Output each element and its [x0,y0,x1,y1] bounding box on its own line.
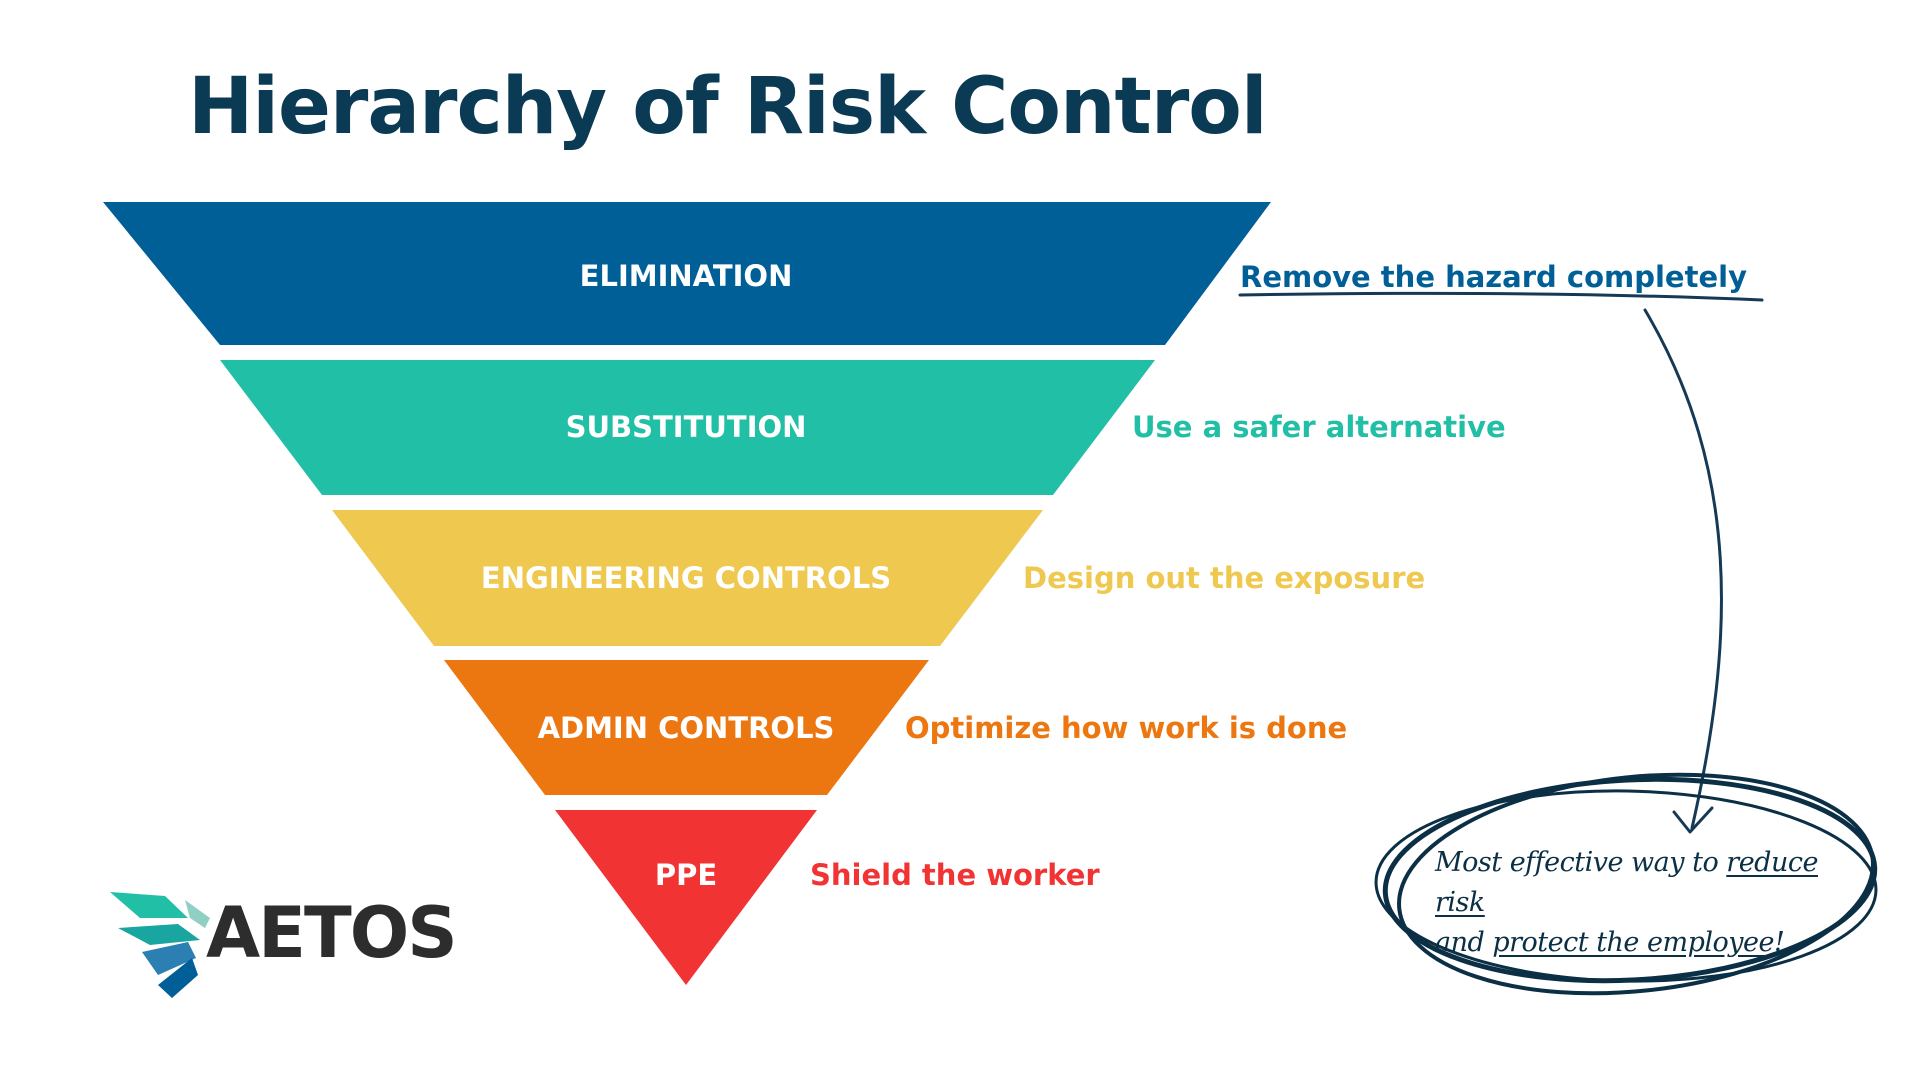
tier-description-ppe: Shield the worker [810,858,1100,892]
tier-label-ppe: PPE [654,858,718,892]
tier-label-substitution: SUBSTITUTION [565,410,807,444]
note-line2-prefix: and [1435,927,1493,958]
note-line1-prefix: Most effective way to [1435,847,1727,878]
description-underline [1238,291,1764,302]
note-line1-emphasis: reduce risk [1435,847,1818,918]
aetos-logo-icon [110,892,210,998]
page-title: Hierarchy of Risk Control [188,62,1268,152]
tier-label-admin-controls: ADMIN CONTROLS [537,711,835,745]
tier-label-elimination: ELIMINATION [579,259,793,293]
tier-band-engineering-controls [332,510,1043,646]
tier-band-elimination [103,202,1271,345]
tier-description-substitution: Use a safer alternative [1132,410,1506,444]
arrow-line [1643,308,1723,830]
tier-description-admin-controls: Optimize how work is done [905,711,1348,745]
note-loop-icon [1374,772,1878,996]
tier-description-elimination: Remove the hazard completely [1240,260,1747,294]
tier-description-engineering-controls: Design out the exposure [1023,561,1426,595]
aetos-logo-text: AETOS [206,892,458,974]
tier-band-ppe [555,810,817,985]
note-line2-emphasis: protect the employee [1492,927,1774,958]
tier-band-substitution [220,360,1155,495]
arrow-head-icon [1672,806,1714,834]
tier-band-admin-controls [444,660,929,795]
effectiveness-note: Most effective way to reduce risk and pr… [1435,843,1835,963]
note-line2-suffix: ! [1773,927,1785,958]
tier-label-engineering-controls: ENGINEERING CONTROLS [480,561,892,595]
